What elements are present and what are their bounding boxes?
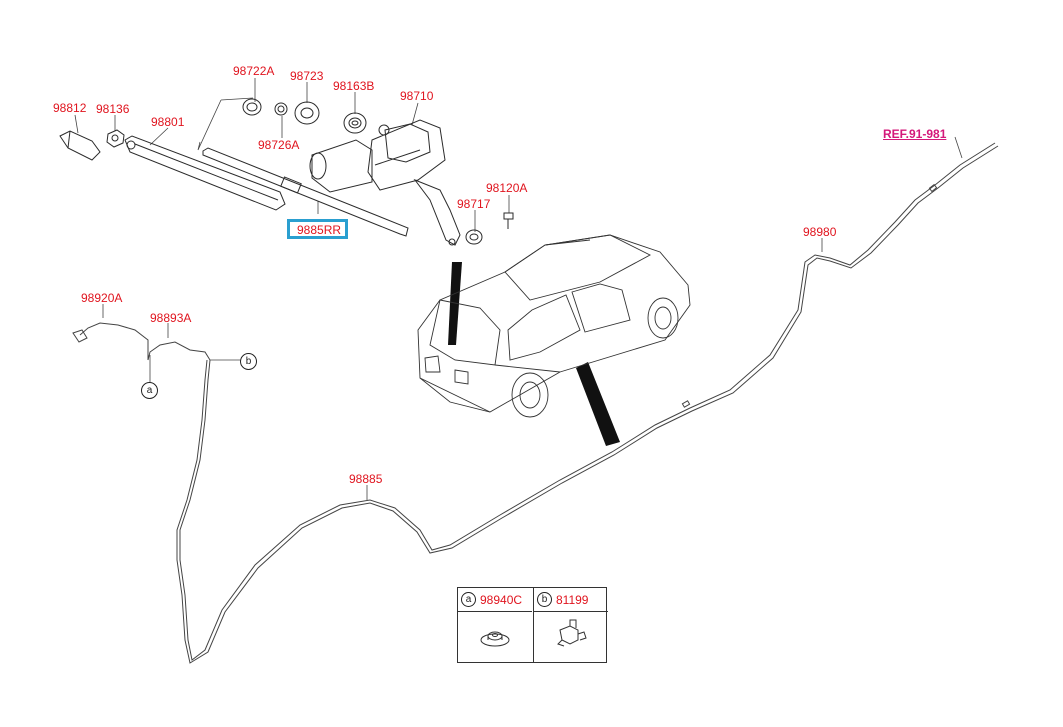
legend-code-a: 98940C <box>480 593 523 607</box>
label-98717: 98717 <box>457 197 491 211</box>
connector-b-mark: b <box>240 353 257 370</box>
pointer-rear <box>448 262 620 446</box>
grommet-98717 <box>465 229 483 245</box>
label-98163b: 98163B <box>333 79 375 93</box>
label-98885: 98885 <box>349 472 383 486</box>
reference-link[interactable]: REF.91-981 <box>883 127 947 141</box>
label-98726a: 98726A <box>258 138 300 152</box>
legend-cell-a: a 98940C <box>458 588 532 662</box>
grommet-icon <box>480 631 510 647</box>
label-98136: 98136 <box>96 102 130 116</box>
label-98722a: 98722A <box>233 64 275 78</box>
nut <box>106 129 125 148</box>
legend-key-b: b <box>537 592 552 607</box>
wiper-blade <box>202 147 409 237</box>
bolt-98120a <box>503 212 514 229</box>
connector-a-mark: a <box>141 382 158 399</box>
callout-label: 9885RR <box>297 223 342 237</box>
vehicle <box>417 234 691 418</box>
highlight-callout-9885rr[interactable]: 9885RR <box>287 219 348 239</box>
washer-98722a <box>242 98 262 116</box>
grommet-98163b <box>343 112 367 134</box>
legend-header-b: b 81199 <box>534 588 608 612</box>
label-98980: 98980 <box>803 225 837 239</box>
clip-icon <box>557 619 587 647</box>
label-98920a: 98920A <box>81 291 123 305</box>
legend-header-a: a 98940C <box>458 588 532 612</box>
wiper-cap <box>59 130 101 161</box>
label-98812: 98812 <box>53 101 87 115</box>
label-98723: 98723 <box>290 69 324 83</box>
label-98710: 98710 <box>400 89 434 103</box>
seal-98723 <box>294 101 320 125</box>
wiper-arm <box>124 135 286 211</box>
legend-table: a 98940C b 81199 <box>457 587 608 663</box>
legend-cell-b: b 81199 <box>533 588 608 662</box>
leader-lines <box>74 78 963 500</box>
washer-hose-98980 <box>72 142 999 664</box>
legend-key-a: a <box>461 592 476 607</box>
washer-98726a <box>274 102 288 116</box>
wiper-motor <box>309 119 461 246</box>
legend-code-b: 81199 <box>556 593 589 607</box>
label-98801: 98801 <box>151 115 185 129</box>
label-98893a: 98893A <box>150 311 192 325</box>
label-98120a: 98120A <box>486 181 528 195</box>
